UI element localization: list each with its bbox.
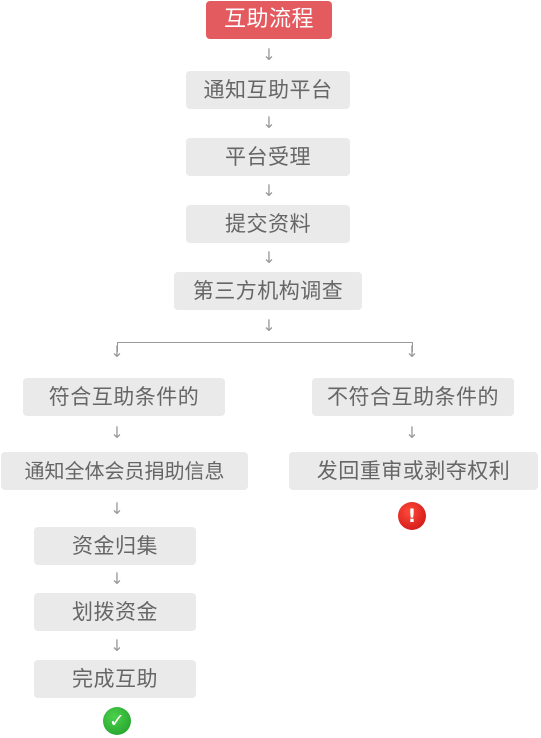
check-icon: ✓ (103, 707, 131, 735)
down-arrow: ↓ (262, 316, 276, 335)
step-fund-collection: 资金归集 (34, 527, 196, 565)
step-submit-materials: 提交资料 (186, 205, 350, 243)
step-platform-accept: 平台受理 (186, 138, 350, 176)
branch-left-drop (117, 342, 118, 352)
step-notify-platform: 通知互助平台 (186, 71, 350, 109)
down-arrow: ↓ (110, 636, 124, 655)
branch-right-drop (412, 342, 413, 352)
step-third-party-investigation: 第三方机构调查 (174, 272, 362, 310)
down-arrow: ↓ (110, 342, 124, 361)
branch-connector (117, 342, 413, 343)
step-retrial-or-revoke: 发回重审或剥夺权利 (289, 452, 538, 490)
branch-left-label: 符合互助条件的 (23, 378, 225, 416)
step-complete-aid: 完成互助 (34, 660, 196, 698)
flow-title: 互助流程 (206, 1, 332, 39)
down-arrow: ↓ (262, 45, 276, 64)
down-arrow: ↓ (405, 342, 419, 361)
down-arrow: ↓ (262, 248, 276, 267)
down-arrow: ↓ (110, 423, 124, 442)
exclamation-icon: ! (398, 502, 426, 530)
step-notify-members: 通知全体会员捐助信息 (1, 452, 248, 490)
down-arrow: ↓ (110, 499, 124, 518)
down-arrow: ↓ (262, 181, 276, 200)
step-fund-transfer: 划拨资金 (34, 593, 196, 631)
down-arrow: ↓ (405, 423, 419, 442)
branch-right-label: 不符合互助条件的 (312, 378, 514, 416)
down-arrow: ↓ (262, 113, 276, 132)
down-arrow: ↓ (110, 569, 124, 588)
